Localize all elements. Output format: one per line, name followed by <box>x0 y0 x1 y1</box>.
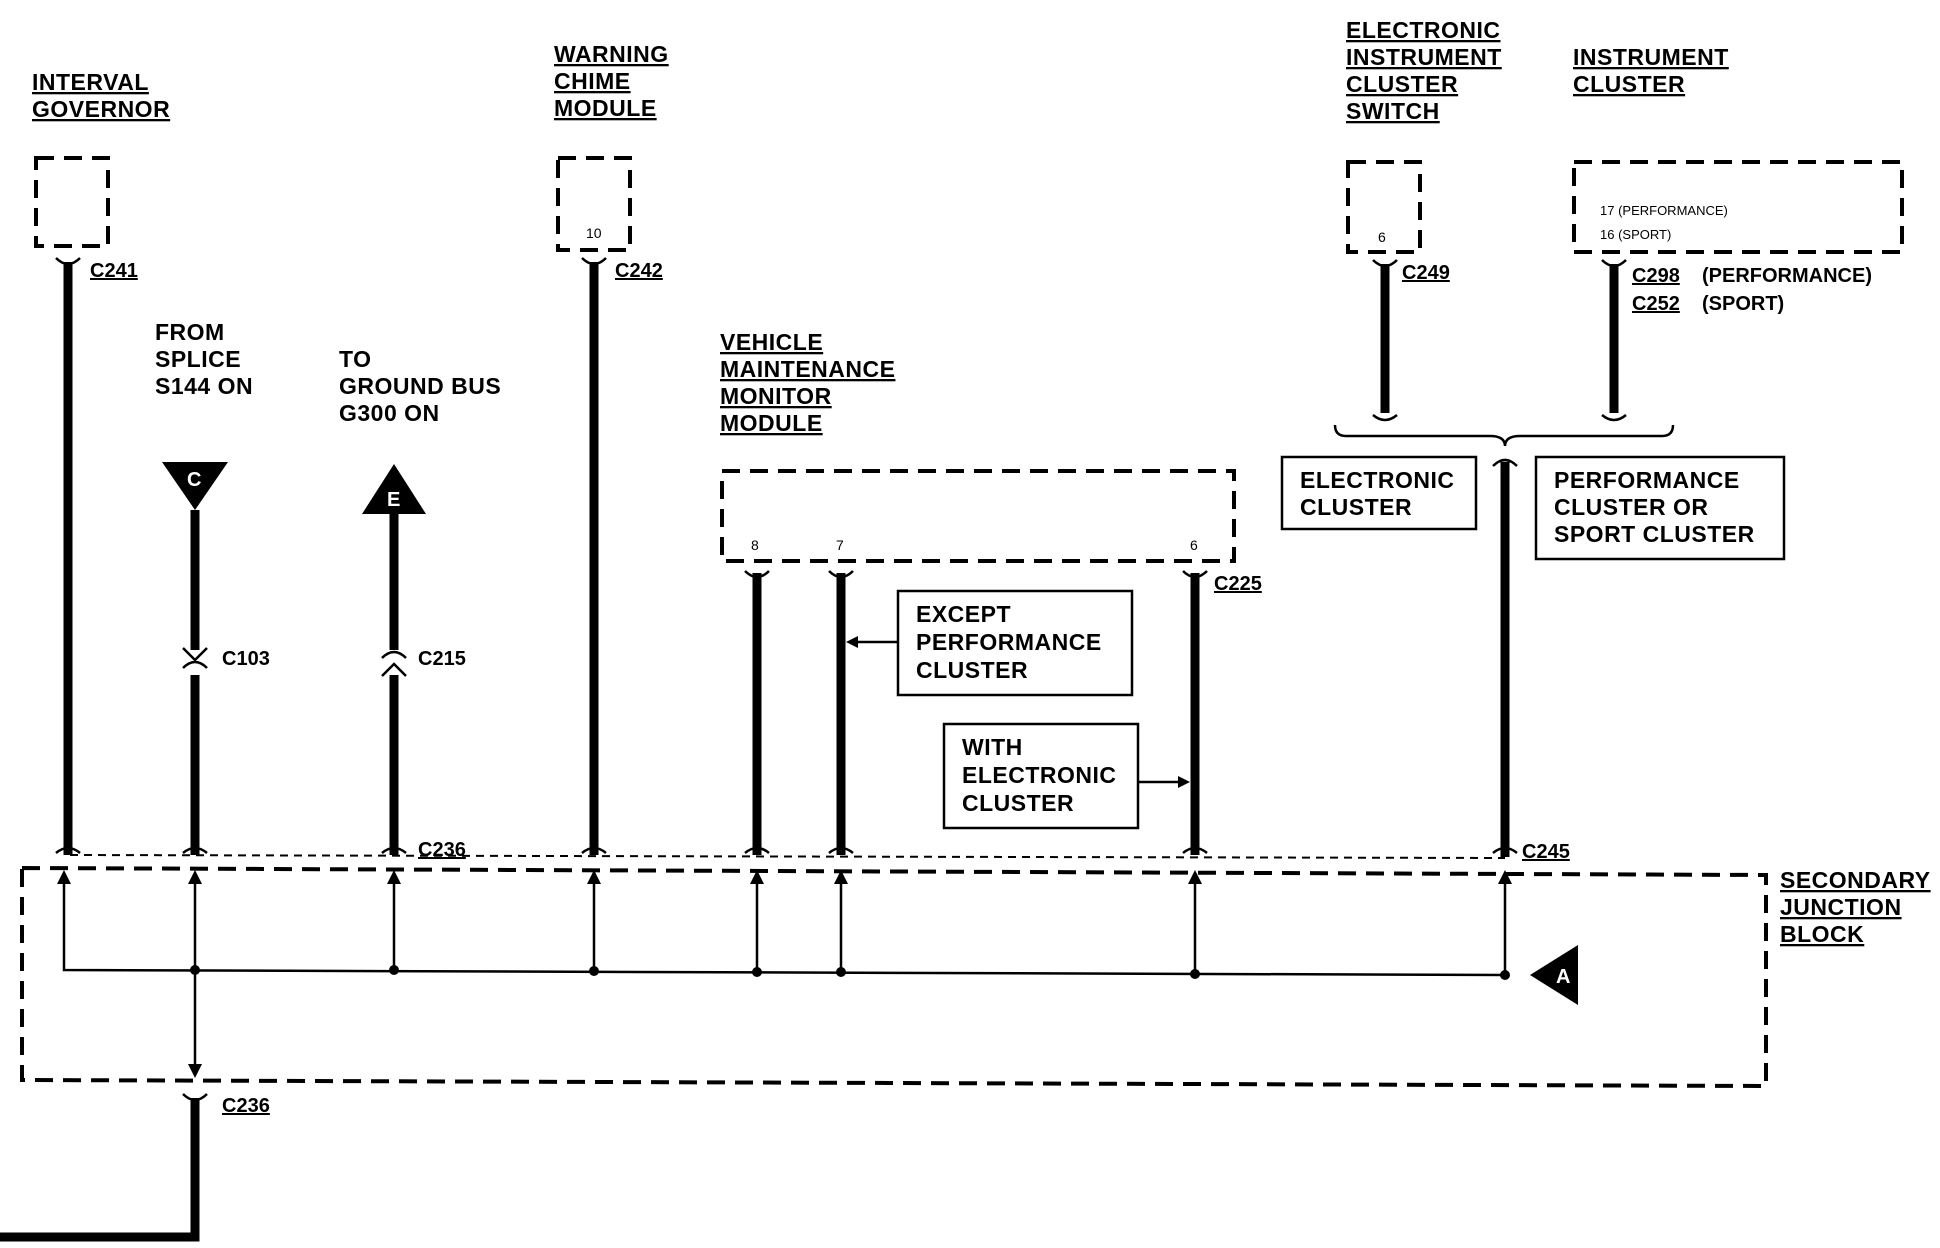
vmm-line-4: MODULE <box>720 410 823 436</box>
with-electronic-box <box>942 722 1140 830</box>
triangle-a-icon <box>1530 945 1578 1005</box>
interval-governor-line-1: INTERVAL <box>32 69 149 95</box>
interval-governor-line-2: GOVERNOR <box>32 96 170 122</box>
performance-cluster-line-2: CLUSTER OR <box>1554 494 1709 520</box>
sjb-line-3: BLOCK <box>1780 921 1864 947</box>
c103-connector-icon <box>182 647 208 669</box>
except-performance-arrow-icon <box>846 636 858 648</box>
interval-governor-box <box>34 156 110 248</box>
to-ground-line-2: GROUND BUS <box>339 373 501 399</box>
splice-dots <box>190 965 1510 980</box>
instrument-cluster-line-1: INSTRUMENT <box>1573 44 1729 70</box>
secondary-junction-block-label: SECONDARY JUNCTION BLOCK <box>1780 867 1931 947</box>
vmm-module-box <box>720 469 1236 563</box>
from-splice-line-1: FROM <box>155 319 225 345</box>
vmm-module-label: VEHICLE MAINTENANCE MONITOR MODULE <box>720 329 895 436</box>
with-electronic-arrow-icon <box>1178 776 1190 788</box>
warning-chime-line-3: MODULE <box>554 95 657 121</box>
sjb-line-2: JUNCTION <box>1780 894 1902 920</box>
vmm-pin-6: 6 <box>1190 537 1198 553</box>
with-electronic-line-1: WITH <box>962 734 1023 760</box>
to-ground-line-1: TO <box>339 346 372 372</box>
performance-cluster-line-1: PERFORMANCE <box>1554 467 1740 493</box>
vmm-line-1: VEHICLE <box>720 329 823 355</box>
internal-bus <box>62 875 1507 977</box>
triangle-a-label: A <box>1556 966 1570 988</box>
instrument-cluster-box <box>1572 160 1904 254</box>
from-splice-note: FROM SPLICE S144 ON <box>155 319 253 399</box>
cluster-pin-16: 16 (SPORT) <box>1600 227 1671 242</box>
c215-connector-icon <box>381 650 407 677</box>
connector-forks <box>55 257 1627 1102</box>
to-ground-line-3: G300 ON <box>339 400 440 426</box>
warning-chime-module-label: WARNING CHIME MODULE <box>554 41 669 121</box>
connector-c241: C241 <box>90 260 138 282</box>
connector-c236-top: C236 <box>418 839 466 861</box>
eic-switch-line-3: CLUSTER <box>1346 71 1458 97</box>
triangle-e-icon <box>362 464 426 514</box>
connector-c249: C249 <box>1402 262 1450 284</box>
warning-chime-box <box>556 156 632 252</box>
electronic-cluster-line-1: ELECTRONIC <box>1300 467 1455 493</box>
connector-c242: C242 <box>615 260 663 282</box>
vmm-line-2: MAINTENANCE <box>720 356 895 382</box>
to-ground-bus-note: TO GROUND BUS G300 ON <box>339 346 501 426</box>
connector-c245: C245 <box>1522 841 1570 863</box>
vmm-line-3: MONITOR <box>720 383 832 409</box>
performance-cluster-box <box>1534 455 1786 561</box>
with-electronic-line-2: ELECTRONIC <box>962 762 1117 788</box>
triangle-e-label: E <box>387 489 400 511</box>
cluster-pin-17: 17 (PERFORMANCE) <box>1600 203 1728 218</box>
electronic-cluster-box <box>1280 455 1478 531</box>
eic-switch-pin-6: 6 <box>1378 229 1386 245</box>
vmm-pin-7: 7 <box>836 537 844 553</box>
instrument-cluster-line-2: CLUSTER <box>1573 71 1685 97</box>
wire-c236-bottom <box>0 1098 200 1242</box>
vmm-pin-8: 8 <box>751 537 759 553</box>
eic-switch-line-2: INSTRUMENT <box>1346 44 1502 70</box>
chime-pin-10: 10 <box>586 225 602 241</box>
connector-c252: C252 <box>1632 293 1680 315</box>
connector-c215: C215 <box>418 648 466 670</box>
connector-c298: C298 <box>1632 265 1680 287</box>
from-splice-line-2: SPLICE <box>155 346 241 372</box>
sjb-line-1: SECONDARY <box>1780 867 1931 893</box>
except-performance-line-3: CLUSTER <box>916 657 1028 683</box>
internal-arrows <box>57 870 1512 1078</box>
warning-chime-line-1: WARNING <box>554 41 669 67</box>
triangle-c-icon <box>162 462 228 510</box>
with-electronic-line-3: CLUSTER <box>962 790 1074 816</box>
except-performance-line-2: PERFORMANCE <box>916 629 1102 655</box>
cluster-selector-brace <box>1333 424 1675 447</box>
performance-cluster-line-3: SPORT CLUSTER <box>1554 521 1755 547</box>
warning-chime-line-2: CHIME <box>554 68 631 94</box>
connector-c236-bottom: C236 <box>222 1095 270 1117</box>
connector-c103: C103 <box>222 648 270 670</box>
interval-governor-label: INTERVAL GOVERNOR <box>32 69 170 122</box>
eic-switch-line-1: ELECTRONIC <box>1346 17 1501 43</box>
except-performance-box <box>896 589 1134 697</box>
eic-switch-line-4: SWITCH <box>1346 98 1440 124</box>
secondary-junction-block-box <box>20 865 1768 1089</box>
connector-c298-note: (PERFORMANCE) <box>1702 265 1872 287</box>
from-splice-line-3: S144 ON <box>155 373 253 399</box>
junction-block-header-line <box>69 854 1506 859</box>
connector-c225: C225 <box>1214 573 1262 595</box>
electronic-cluster-line-2: CLUSTER <box>1300 494 1412 520</box>
except-performance-line-1: EXCEPT <box>916 601 1011 627</box>
eic-switch-label: ELECTRONIC INSTRUMENT CLUSTER SWITCH <box>1346 17 1502 124</box>
instrument-cluster-label: INSTRUMENT CLUSTER <box>1573 44 1729 97</box>
connector-c252-note: (SPORT) <box>1702 293 1784 315</box>
eic-switch-box <box>1346 160 1422 254</box>
triangle-c-label: C <box>187 469 201 491</box>
